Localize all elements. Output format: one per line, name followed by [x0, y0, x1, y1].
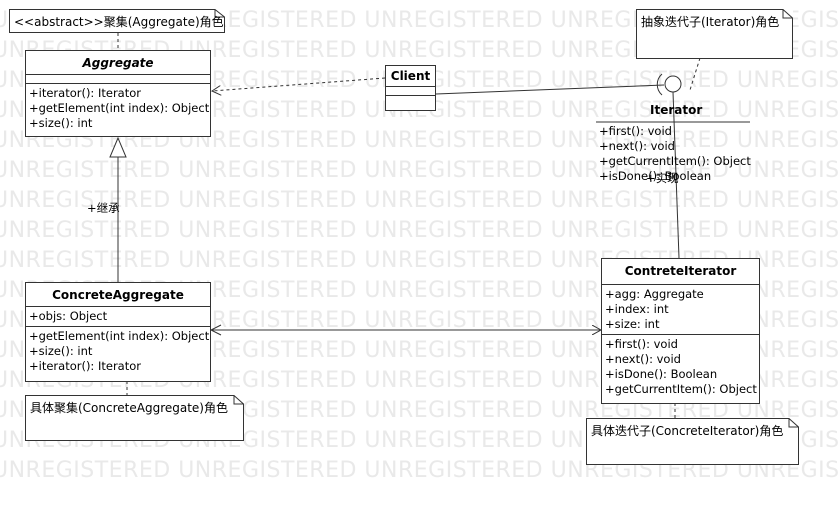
realize-label: +实现 — [646, 171, 679, 185]
client-operations — [386, 96, 435, 104]
concrete-aggregate-attributes: +objs: Object — [26, 307, 210, 327]
operation: +getCurrentItem(): Object — [605, 382, 757, 396]
operation: +iterator(): Iterator — [29, 359, 141, 373]
iterator-note-text: 抽象迭代子(Iterator)角色 — [641, 15, 780, 29]
note-shape — [586, 418, 799, 465]
attribute: +index: int — [605, 302, 669, 316]
operation: +iterator(): Iterator — [29, 86, 141, 100]
iterator-role-note: 抽象迭代子(Iterator)角色 — [636, 9, 793, 59]
operation: +size(): int — [29, 116, 93, 130]
aggregate-operations: +iterator(): Iterator +getElement(int in… — [26, 84, 210, 133]
concrete-iterator-role-note: 具体迭代子(ConcreteIterator)角色 — [586, 418, 799, 465]
note-shape — [636, 9, 793, 59]
attribute: +size: int — [605, 317, 660, 331]
concrete-iterator-attributes: +agg: Aggregate +index: int +size: int — [602, 285, 759, 335]
iterator-operations: +first(): void +next(): void +getCurrent… — [599, 124, 751, 184]
operation: +isDone(): Boolean — [605, 367, 718, 381]
association-client-iterator — [435, 84, 665, 95]
operation: +next(): void — [599, 139, 675, 153]
operation: +isDone(): Boolean — [599, 169, 712, 183]
concrete-iterator-operations: +first(): void +next(): void +isDone(): … — [602, 335, 759, 399]
note-anchor-iterator — [689, 57, 701, 91]
operation: +first(): void — [605, 337, 678, 351]
aggregate-class[interactable]: Aggregate +iterator(): Iterator +getElem… — [25, 50, 211, 137]
iterator-interface-socket — [656, 73, 663, 96]
concrete-iterator-class-name: ContreteIterator — [602, 259, 759, 285]
aggregate-class-name: Aggregate — [26, 51, 210, 75]
note-shape — [25, 395, 244, 441]
operation: +next(): void — [605, 352, 681, 366]
inherit-label: +继承 — [87, 201, 120, 215]
note-shape — [9, 9, 225, 33]
iterator-interface-circle — [664, 75, 682, 93]
concrete-iterator-class[interactable]: ContreteIterator +agg: Aggregate +index:… — [601, 258, 760, 404]
aggregate-attributes — [26, 75, 210, 84]
concrete-aggregate-role-note: 具体聚集(ConcreteAggregate)角色 — [25, 395, 244, 441]
attribute: +objs: Object — [29, 309, 108, 323]
concrete-iterator-note-text: 具体迭代子(ConcreteIterator)角色 — [591, 424, 784, 438]
client-class-name: Client — [386, 66, 435, 87]
iterator-interface-name[interactable]: Iterator — [650, 103, 703, 117]
realization-line — [672, 91, 680, 259]
operation: +getCurrentItem(): Object — [599, 154, 751, 168]
operation: +first(): void — [599, 124, 672, 138]
concrete-aggregate-note-text: 具体聚集(ConcreteAggregate)角色 — [30, 401, 228, 415]
aggregate-role-note: <<abstract>>聚集(Aggregate)角色 — [9, 9, 225, 33]
inheritance-arrowhead — [109, 136, 127, 158]
aggregate-note-text: <<abstract>>聚集(Aggregate)角色 — [14, 15, 224, 29]
concrete-aggregate-operations: +getElement(int index): Object +size(): … — [26, 327, 210, 376]
operation: +size(): int — [29, 344, 93, 358]
client-attributes — [386, 87, 435, 96]
operation: +getElement(int index): Object — [29, 329, 210, 343]
concrete-aggregate-class-name: ConcreteAggregate — [26, 283, 210, 307]
operation: +getElement(int index): Object — [29, 101, 210, 115]
client-class[interactable]: Client — [385, 65, 436, 111]
attribute: +agg: Aggregate — [605, 287, 704, 301]
concrete-aggregate-class[interactable]: ConcreteAggregate +objs: Object +getElem… — [25, 282, 211, 382]
dependency-client-aggregate — [212, 77, 386, 91]
association-arrow-left — [209, 324, 222, 336]
